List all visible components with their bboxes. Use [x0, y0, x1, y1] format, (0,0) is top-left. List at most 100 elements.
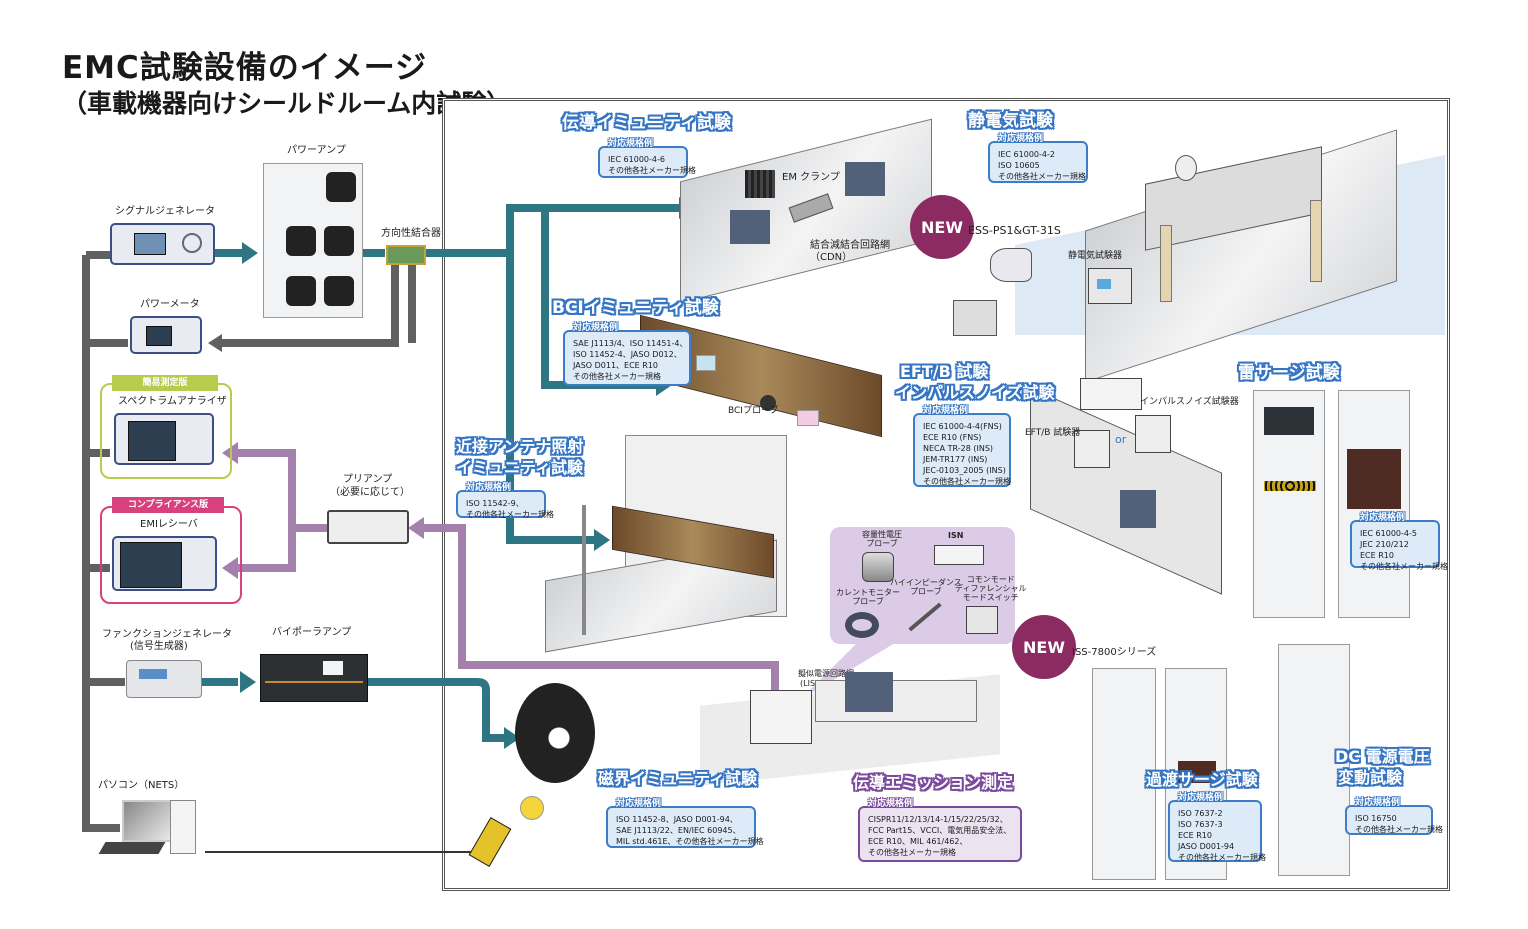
amp-fan-icon [286, 226, 316, 256]
current-probe-label: カレントモニター プローブ [836, 588, 900, 606]
teal-to-bci [506, 253, 600, 544]
standards-tag: 対応規格例 [1360, 513, 1406, 523]
standards-tag: 対応規格例 [1178, 793, 1224, 803]
function-generator-label: ファンクションジェネレータ [102, 629, 232, 640]
standard-item: IEC 61000-4-5 [1360, 529, 1417, 538]
label-line: モードスイッチ [962, 593, 1019, 602]
esd-tester [1088, 268, 1132, 304]
page-subtitle: （車載機器向けシールドルーム内試験） [62, 89, 512, 118]
spectrum-analyzer [114, 413, 214, 465]
conducted-emission-title: 伝導エミッション測定 [853, 773, 1014, 792]
power-meter [130, 316, 202, 354]
standard-item: JEM-TR177 (INS) [923, 455, 988, 464]
page-title: EMC試験設備のイメージ [62, 50, 428, 86]
dc-voltage-title-line1: DC 電源電圧 [1335, 747, 1430, 766]
lightning-surge-standards: 対応規格例 IEC 61000-4-5 JEC 210/212 ECE R10 … [1350, 513, 1448, 571]
lisn [750, 690, 812, 744]
eft-tester-label: EFT/B 試験器 [1025, 428, 1081, 438]
knob-icon [182, 233, 202, 253]
em-clamp-label: EM クランプ [782, 172, 840, 183]
simple-measurement-badge: 簡易測定版 [112, 375, 218, 391]
standards-tag: 対応規格例 [616, 799, 662, 809]
standard-item: MIL std.461E、その他各社メーカー規格 [616, 837, 764, 846]
bci-standards: 対応規格例 SAE J1113/4、ISO 11451-4、 ISO 11452… [563, 323, 691, 386]
standard-item: SAE J1113/22、EN/IEC 60945、 [616, 826, 741, 835]
meter-icon [323, 661, 343, 675]
esd-title: 静電気試験 [968, 111, 1053, 131]
eft-tester [1074, 430, 1110, 468]
standard-item: その他各社メーカー規格 [1360, 562, 1448, 571]
pc-tower [170, 800, 196, 854]
magnetic-immunity-title: 磁界イミュニティ試験 [598, 769, 758, 788]
table-leg [1310, 200, 1322, 282]
standard-item: ECE R10 [1178, 831, 1212, 840]
standard-item: NECA TR-28 (INS) [923, 444, 994, 453]
standards-tag: 対応規格例 [868, 799, 914, 809]
esd-standards: 対応規格例 IEC 61000-4-2 ISO 10605 その他各社メーカー規… [988, 134, 1088, 183]
standard-item: ISO 7637-3 [1178, 820, 1223, 829]
standards-tag: 対応規格例 [1355, 798, 1401, 808]
standard-item: ISO 7637-2 [1178, 809, 1223, 818]
table-leg [1160, 225, 1172, 302]
standards-tag: 対応規格例 [998, 134, 1044, 144]
impulse-tester-label: インパルスノイズ試験器 [1140, 397, 1239, 407]
standard-item: その他各社メーカー規格 [608, 166, 696, 175]
bipolar-amp-label: バイポーラアンプ [272, 627, 352, 638]
eft-eut [1120, 490, 1156, 528]
emi-receiver [112, 536, 217, 591]
dc-voltage-title-line2: 変動試験 [1338, 768, 1403, 787]
dc-voltage-rack [1278, 644, 1350, 876]
eut-box [845, 162, 885, 196]
esd-power-supply [953, 300, 997, 336]
standard-item: その他各社メーカー規格 [923, 477, 1011, 486]
control-panel [1264, 407, 1314, 435]
standard-item: IEC 61000-4-4(FNS) [923, 422, 1002, 431]
power-meter-screen [146, 326, 172, 346]
new-badge-esd: NEW [913, 198, 971, 256]
cm-dm-switch-label: コモンモード ディファレンシャル モードスイッチ [955, 575, 1026, 602]
standard-item: JASO D001-94 [1178, 842, 1235, 851]
esd-tester-screen [1097, 279, 1111, 289]
signal-generator-screen [134, 233, 166, 255]
standards-tag: 対応規格例 [466, 483, 512, 493]
conducted-immunity-title: 伝導イミュニティ試験 [562, 113, 731, 133]
transient-rack-1 [1092, 668, 1156, 880]
pc-monitor [122, 800, 176, 842]
label-line: コモンモード [966, 575, 1015, 584]
eft-title-line2: インパルスノイズ試験 [895, 383, 1055, 402]
test-window [1178, 761, 1216, 783]
capacitive-probe-label: 容量性電圧 プローブ [862, 530, 902, 548]
conducted-immunity-standards: 対応規格例 IEC 61000-4-6 その他各社メーカー規格 [598, 139, 696, 178]
transient-standards: 対応規格例 ISO 7637-2 ISO 7637-3 ECE R10 JASO… [1168, 793, 1266, 862]
antenna-standards: 対応規格例 ISO 11542-9、 その他各社メーカー規格 [456, 483, 554, 519]
power-amp [263, 163, 363, 318]
label-line: プローブ [910, 587, 942, 596]
amp-fan-icon [324, 226, 354, 256]
power-meter-label: パワーメータ [140, 299, 200, 310]
antenna-title-line1: 近接アンテナ照射 [456, 437, 584, 456]
label-line: プローブ [866, 539, 898, 548]
helmholtz-loop-antenna [515, 683, 595, 783]
function-generator [126, 660, 202, 698]
teal-amp-to-loop [365, 678, 508, 742]
standard-item: その他各社メーカー規格 [466, 510, 554, 519]
antenna-stand [582, 505, 586, 635]
lightning-surge-rack-2 [1338, 390, 1410, 618]
standard-item: ISO 16750 [1355, 814, 1397, 823]
standard-item: JEC-0103_2005 (INS) [923, 466, 1006, 475]
function-generator-note: (信号生成器) [130, 641, 188, 652]
label-line: ハイインピーダンス [890, 578, 962, 587]
conducted-emission-standards: 対応規格例 CISPR11/12/13/14-1/15/22/25/32、 FC… [858, 799, 1022, 862]
cdn-label: 結合減結合回路網 [810, 240, 890, 251]
label-line: プローブ [852, 597, 884, 606]
lisn-abbr-label: (LISN) [800, 679, 825, 688]
teal-arrow-antenna [594, 529, 610, 551]
label-line: カレントモニター [836, 588, 900, 597]
cm-dm-switch [966, 606, 998, 634]
standard-item: IEC 61000-4-6 [608, 155, 665, 164]
power-amp-label: パワーアンプ [287, 145, 346, 156]
esd-product-name: ESS-PS1&GT-31S [968, 224, 1061, 237]
directional-coupler [386, 245, 426, 265]
amp-fan-icon [326, 172, 356, 202]
gray-arrow-powermeter [208, 334, 222, 352]
